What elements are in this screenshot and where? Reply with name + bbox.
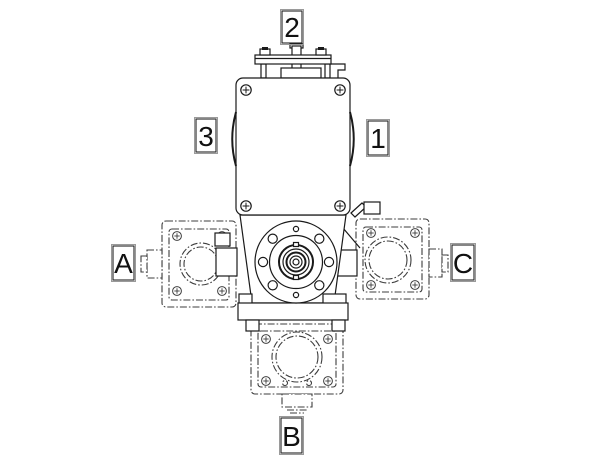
cross-bar [254,54,332,65]
unit-a-shaft-end [140,255,148,273]
mounting-unit-a [140,220,237,308]
callout-a: A [111,244,136,282]
mounting-plate [237,302,349,321]
callout-b: B [279,416,304,455]
callout-1-label: 1 [370,123,386,154]
unit-b-shaft-stub [281,393,313,408]
unit-b-bore-outer [271,331,323,383]
left-coupling-block [215,247,238,277]
stud-base-block [280,67,322,79]
unit-c-inner-frame [362,226,423,293]
unit-b-housing [250,323,344,395]
callout-3: 3 [194,117,218,154]
main-body [231,77,381,218]
hub-keyway-bottom [292,274,300,281]
mounting-unit-c [355,218,449,300]
plate-foot-right [331,319,346,332]
body-lever-head [363,201,381,215]
unit-a-bore [183,246,219,282]
unit-c-shaft-end [441,254,449,273]
unit-c-bore [368,240,408,280]
callout-a-label: A [114,248,133,279]
unit-b-bore [275,335,319,379]
flange-center-bore [292,258,300,266]
unit-c-bore-outer [364,236,412,284]
callout-c-label: C [453,248,473,279]
mounting-unit-b [250,323,344,414]
callout-b-label: B [282,421,301,452]
callout-c: C [450,243,476,282]
callout-2-label: 2 [284,12,300,43]
unit-a-shaft-stub [146,249,163,279]
body-boss-right [349,111,355,167]
hub-keyway-top [292,241,300,248]
output-flange [254,220,338,304]
plate-foot-left [245,319,260,332]
top-shaft-assembly [254,43,346,79]
callout-2: 2 [280,9,304,45]
callout-3-label: 3 [198,121,214,152]
flange-hub-plate [268,234,324,290]
left-coupling-cap [214,232,231,247]
callout-1: 1 [366,119,390,157]
unit-c-shaft-stub [428,248,443,278]
unit-b-inner-frame [257,330,337,388]
body-boss-left [231,111,237,167]
body-shell [235,77,351,216]
